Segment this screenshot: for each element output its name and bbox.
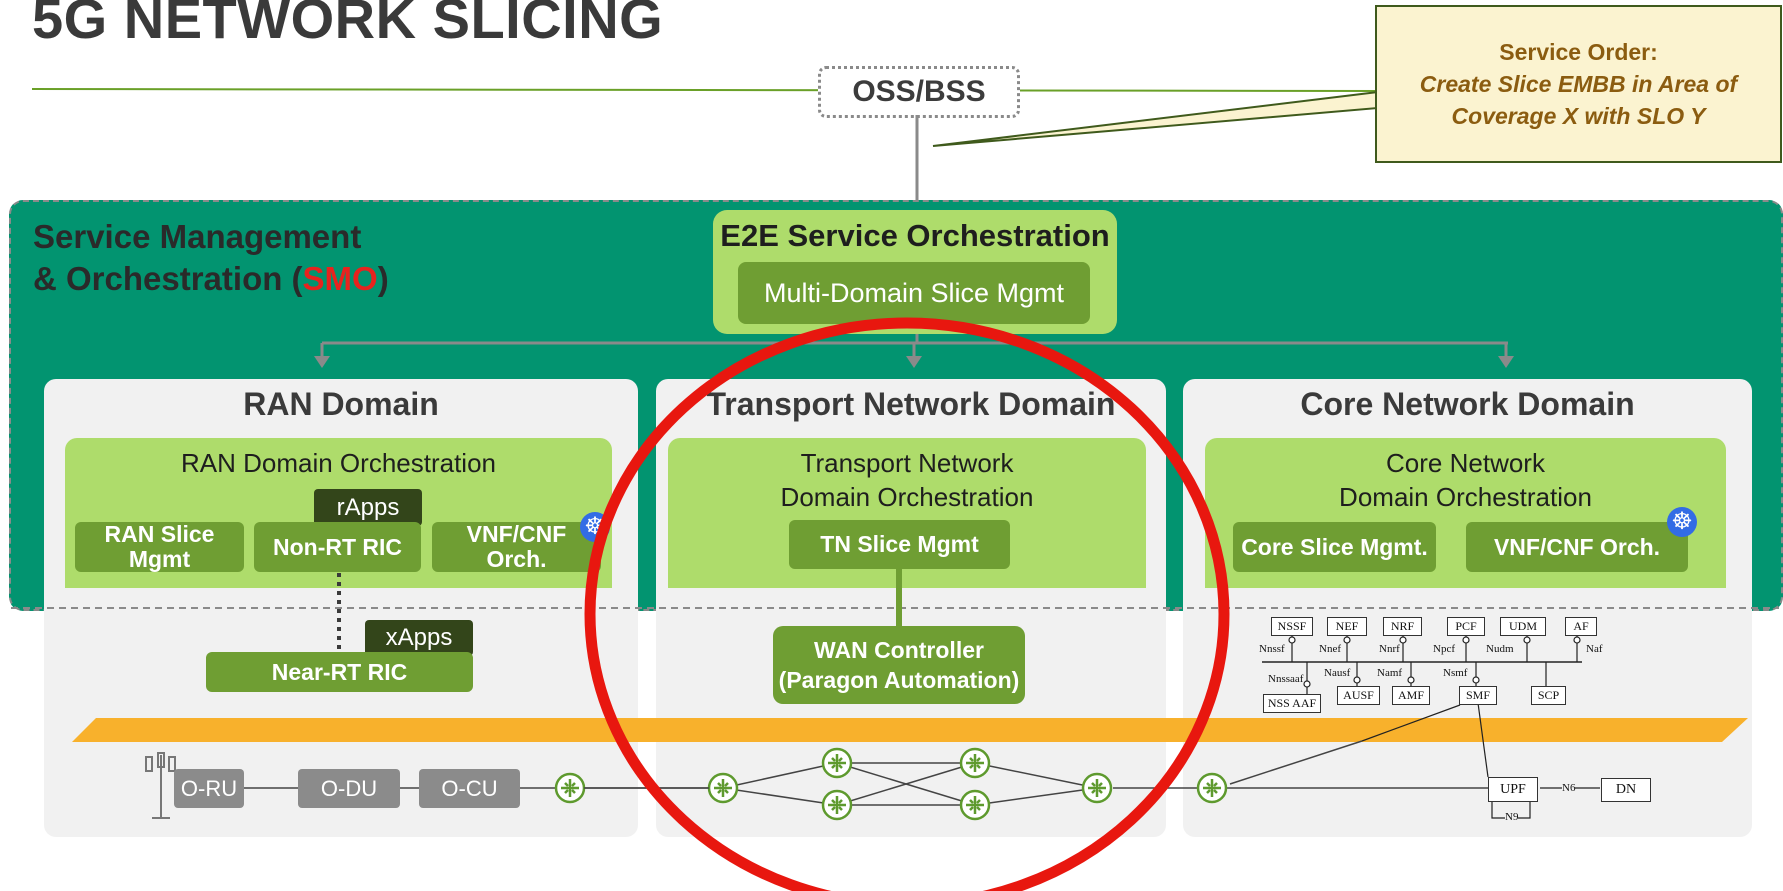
- core-orchestration-line2: Domain Orchestration: [1339, 482, 1592, 512]
- ran-vnf-line2: Orch.: [486, 546, 547, 572]
- naf-label: Naf: [1586, 643, 1603, 655]
- core-orchestration-title: Core Network Domain Orchestration: [1205, 446, 1726, 514]
- o-du-box: O-DU: [298, 769, 400, 808]
- wan-controller-line1: WAN Controller: [814, 637, 984, 663]
- smo-title-prefix: & Orchestration (: [33, 260, 303, 297]
- ran-vnf-cnf-orch: VNF/CNF Orch.: [432, 522, 601, 572]
- o-cu-box: O-CU: [419, 769, 520, 808]
- npcf-label: Npcf: [1433, 643, 1455, 655]
- nssf-box: NSSF: [1271, 617, 1313, 636]
- ran-vnf-line1: VNF/CNF: [466, 521, 567, 547]
- e2e-orchestration-title: E2E Service Orchestration: [720, 218, 1110, 253]
- udm-box: UDM: [1500, 617, 1546, 636]
- upf-box: UPF: [1488, 777, 1538, 802]
- ran-slice-mgmt: RAN Slice Mgmt: [75, 522, 244, 572]
- ran-domain-title: RAN Domain: [243, 386, 439, 422]
- nss-aaf-box: NSS AAF: [1263, 694, 1321, 713]
- service-order-label: Service Order:: [1499, 39, 1658, 65]
- nnssaaf-label: Nnssaaf: [1268, 673, 1304, 685]
- pcf-box: PCF: [1447, 617, 1485, 636]
- transport-orchestration-title: Transport Network Domain Orchestration: [668, 446, 1146, 514]
- nef-box: NEF: [1327, 617, 1367, 636]
- core-orchestration-line1: Core Network: [1386, 448, 1545, 478]
- transport-orchestration-line2: Domain Orchestration: [780, 482, 1034, 512]
- oss-bss-box: OSS/BSS: [818, 66, 1020, 118]
- service-order-callout: Service Order: Create Slice EMBB in Area…: [1375, 5, 1782, 163]
- wan-controller-line2: (Paragon Automation): [778, 667, 1020, 693]
- transport-orchestration-line1: Transport Network: [800, 448, 1014, 478]
- nnef-label: Nnef: [1319, 643, 1341, 655]
- arrow-transport: [906, 356, 922, 368]
- core-slice-mgmt: Core Slice Mgmt.: [1233, 522, 1436, 572]
- nudm-label: Nudm: [1486, 643, 1514, 655]
- wan-controller: WAN Controller (Paragon Automation): [773, 626, 1025, 704]
- smf-box: SMF: [1459, 686, 1497, 705]
- smo-title-line2: & Orchestration (SMO): [33, 258, 389, 300]
- kubernetes-icon: ☸: [1667, 507, 1697, 537]
- scp-box: SCP: [1531, 686, 1566, 705]
- ran-slice-mgmt-line2: Mgmt: [128, 546, 191, 572]
- ran-orchestration-title: RAN Domain Orchestration: [181, 448, 496, 478]
- xapps-box: xApps: [365, 620, 473, 656]
- nsmf-label: Nsmf: [1443, 667, 1468, 679]
- amf-box: AMF: [1392, 686, 1430, 705]
- smo-title: Service Management & Orchestration (SMO): [33, 216, 389, 300]
- transport-band: [72, 718, 1748, 742]
- smo-title-line1: Service Management: [33, 218, 362, 255]
- namf-label: Namf: [1377, 667, 1403, 679]
- near-rt-ric: Near-RT RIC: [206, 652, 473, 692]
- page-title: 5G NETWORK SLICING: [32, 0, 664, 50]
- multi-domain-slice-mgmt: Multi-Domain Slice Mgmt: [738, 262, 1090, 324]
- service-order-line1: Create Slice EMBB in Area of: [1419, 71, 1738, 97]
- nausf-label: Nausf: [1324, 667, 1351, 679]
- ran-slice-mgmt-line1: RAN Slice: [104, 521, 215, 547]
- nnrf-label: Nnrf: [1379, 643, 1400, 655]
- non-rt-ric: Non-RT RIC: [254, 522, 421, 572]
- nrf-box: NRF: [1383, 617, 1422, 636]
- service-order-line2: Coverage X with SLO Y: [1451, 103, 1706, 129]
- nnssf-label: Nnssf: [1259, 643, 1285, 655]
- cell-tower-icon: [145, 752, 176, 819]
- transport-domain-title: Transport Network Domain: [706, 386, 1116, 422]
- smo-title-suffix: ): [377, 260, 389, 297]
- ausf-box: AUSF: [1337, 686, 1380, 705]
- o-ru-box: O-RU: [174, 769, 244, 808]
- arrow-core: [1498, 356, 1514, 368]
- dn-box: DN: [1601, 778, 1651, 802]
- n6-label: N6: [1562, 782, 1576, 794]
- title-underline: [31, 88, 1386, 92]
- arrow-ran: [314, 356, 330, 368]
- core-domain-title: Core Network Domain: [1300, 386, 1635, 422]
- n9-label: N9: [1505, 811, 1519, 823]
- rapps-box: rApps: [314, 489, 422, 526]
- highlight-circle: [584, 317, 1230, 891]
- smo-abbr: SMO: [302, 260, 378, 297]
- callout-pointer: [932, 90, 1379, 147]
- af-box: AF: [1565, 617, 1597, 636]
- core-vnf-cnf-orch: VNF/CNF Orch.: [1466, 522, 1688, 572]
- tn-slice-mgmt: TN Slice Mgmt: [789, 520, 1010, 569]
